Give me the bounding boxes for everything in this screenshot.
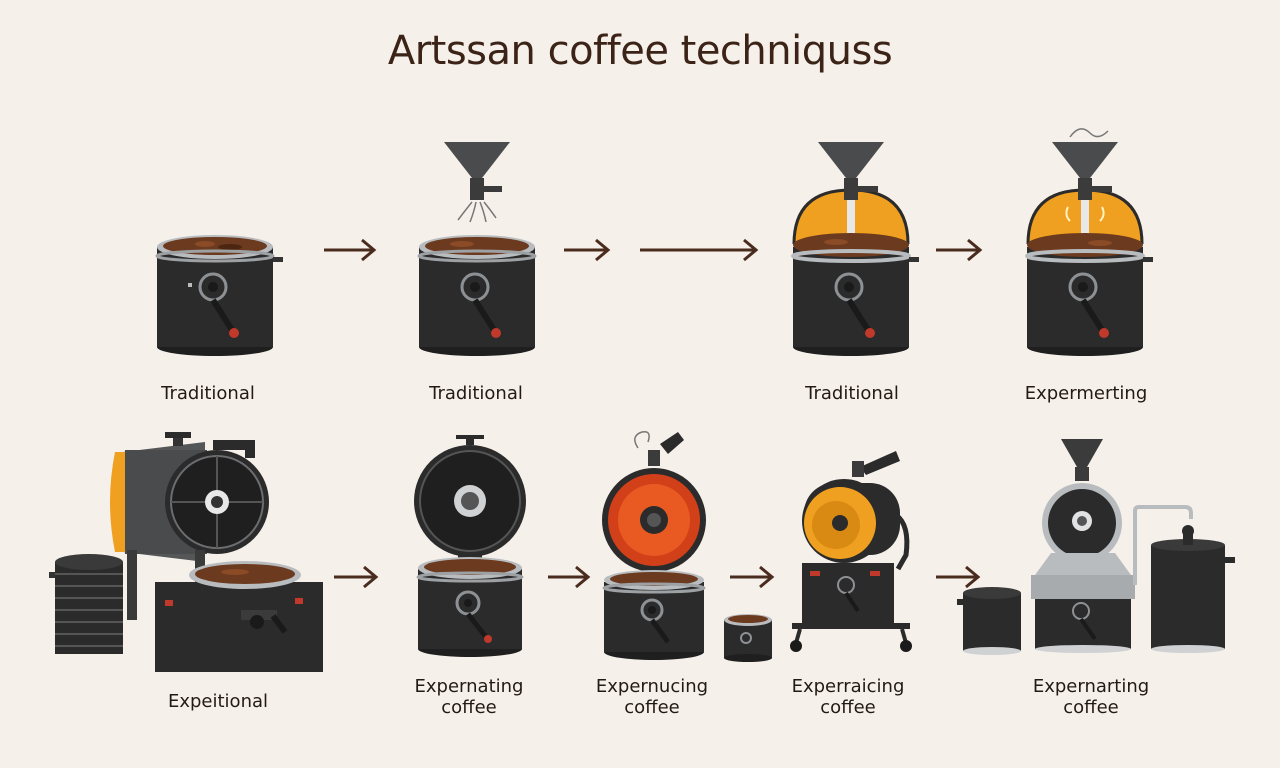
arrow-1 (322, 238, 378, 266)
caption-row2-1: Expeitional (108, 691, 328, 712)
wheeled-roaster-icon (790, 451, 912, 652)
roaster-heated-lid (598, 430, 778, 665)
caption-row2-1-line1: Expeitional (167, 691, 269, 712)
roaster-traditional-3 (786, 140, 936, 365)
heated-dome-roaster-icon (791, 142, 919, 356)
roaster-experimenting (1020, 125, 1170, 365)
arrow-6 (546, 565, 592, 593)
caption-row2-2: Expernating coffee (359, 676, 579, 718)
drum-roaster-icon (155, 235, 283, 356)
arrow-3 (638, 238, 760, 266)
roaster-espresso-set (955, 435, 1240, 660)
page-title: Artssan coffee techniquss (387, 28, 893, 74)
arrow-2 (562, 238, 612, 266)
roaster-traditional-1 (150, 225, 290, 365)
caption-row2-5-line2: coffee (1063, 697, 1119, 718)
roaster-wheeled (786, 445, 921, 655)
caption-row1-1: Traditional (161, 383, 255, 404)
arrow-7 (728, 565, 776, 593)
steam-dome-roaster-icon (1025, 128, 1153, 356)
caption-row2-4-line1: Experraicing (791, 676, 905, 697)
arrow-4 (934, 238, 984, 266)
roaster-industrial (45, 432, 330, 677)
roaster-traditional-2 (412, 140, 552, 365)
caption-row1-3: Traditional (805, 383, 899, 404)
caption-row2-2-line1: Expernating (414, 676, 524, 697)
roaster-lidded (410, 435, 540, 665)
arrow-5 (332, 565, 380, 593)
caption-row2-4-line2: coffee (820, 697, 876, 718)
caption-row1-4: Expermerting (1024, 383, 1148, 404)
espresso-roaster-set-icon (957, 439, 1235, 655)
heated-lid-roaster-icon (602, 430, 772, 662)
caption-row2-3: Expernucing coffee (542, 676, 762, 718)
caption-row2-3-line1: Expernucing (595, 676, 709, 697)
caption-row2-5: Expernarting coffee (981, 676, 1201, 718)
funnel-roaster-icon (417, 142, 537, 356)
caption-row2-2-line2: coffee (441, 697, 497, 718)
caption-row2-3-line2: coffee (624, 697, 680, 718)
caption-row1-2: Traditional (429, 383, 523, 404)
arrow-8 (934, 565, 982, 593)
lidded-roaster-icon (414, 435, 526, 657)
industrial-drum-roaster-icon (49, 432, 323, 672)
caption-row2-4: Experraicing coffee (738, 676, 958, 718)
caption-row2-5-line1: Expernarting (1032, 676, 1150, 697)
